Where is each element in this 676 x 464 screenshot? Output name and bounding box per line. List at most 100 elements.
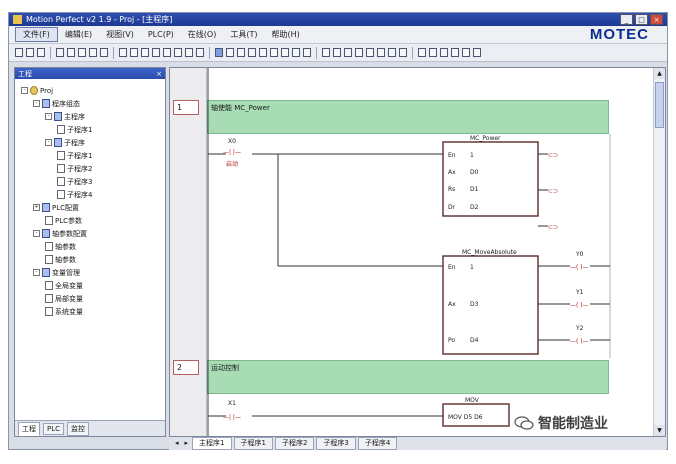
tree-item[interactable]: +PLC配置 bbox=[33, 202, 79, 213]
contact-tool-icon[interactable] bbox=[130, 48, 138, 57]
tree-item[interactable]: -轴参数配置 bbox=[33, 228, 87, 239]
tab-main-program[interactable]: 主程序1 bbox=[192, 437, 232, 450]
menu-plc[interactable]: PLC(P) bbox=[147, 30, 174, 39]
block-pin-value[interactable]: D4 bbox=[470, 337, 479, 344]
compile-icon[interactable] bbox=[418, 48, 426, 57]
zoom-out-icon[interactable] bbox=[399, 48, 407, 57]
ladder-editor[interactable]: 1 轴使能 MC_Power 2 运动控制 X0 —| |— 启动 MC_Pow… bbox=[169, 67, 666, 437]
network-number[interactable]: 2 bbox=[173, 360, 199, 375]
tree-item[interactable]: 系统变量 bbox=[45, 306, 83, 317]
tab-next-icon[interactable]: ▸ bbox=[184, 439, 189, 447]
download-icon[interactable] bbox=[429, 48, 437, 57]
coil-symbol[interactable]: —( )— bbox=[570, 338, 589, 345]
tree-item[interactable]: 子程序2 bbox=[57, 163, 92, 174]
panel-close-button[interactable]: × bbox=[156, 69, 162, 78]
collapse-icon[interactable]: - bbox=[33, 230, 40, 237]
collapse-icon[interactable]: - bbox=[45, 139, 52, 146]
horizontal-line-icon[interactable] bbox=[322, 48, 330, 57]
network-number[interactable]: 1 bbox=[173, 100, 199, 115]
menu-view[interactable]: 视图(V) bbox=[106, 30, 134, 39]
scroll-up-icon[interactable]: ▲ bbox=[654, 68, 665, 79]
collapse-icon[interactable]: - bbox=[21, 87, 28, 94]
scrollbar-thumb[interactable] bbox=[655, 82, 664, 128]
run-icon[interactable] bbox=[462, 48, 470, 57]
menu-file[interactable]: 文件(F) bbox=[15, 27, 58, 42]
tab-subprogram-1[interactable]: 子程序1 bbox=[233, 437, 273, 450]
tree-item[interactable]: -Proj bbox=[21, 85, 53, 96]
scroll-down-icon[interactable]: ▼ bbox=[654, 425, 665, 436]
block-pin-value[interactable]: 1 bbox=[470, 264, 474, 271]
open-folder-icon[interactable] bbox=[26, 48, 34, 57]
coil-tool-icon[interactable] bbox=[141, 48, 149, 57]
tree-item[interactable]: -子程序 bbox=[45, 137, 85, 148]
tree-item[interactable]: 子程序1 bbox=[57, 150, 92, 161]
tab-plc[interactable]: PLC bbox=[43, 422, 65, 435]
close-button[interactable]: × bbox=[650, 14, 663, 25]
menu-online[interactable]: 在线(O) bbox=[187, 30, 217, 39]
menu-edit[interactable]: 编辑(E) bbox=[64, 30, 93, 39]
reset-coil-icon[interactable] bbox=[292, 48, 300, 57]
tree-item[interactable]: 全局变量 bbox=[45, 280, 83, 291]
select-pointer-icon[interactable] bbox=[215, 48, 223, 57]
block-pin-value[interactable]: D3 bbox=[470, 301, 479, 308]
rising-edge-icon[interactable] bbox=[248, 48, 256, 57]
paste-icon[interactable] bbox=[78, 48, 86, 57]
tree-item[interactable]: 子程序4 bbox=[57, 189, 92, 200]
tree-item[interactable]: PLC参数 bbox=[45, 215, 82, 226]
function-block-icon[interactable] bbox=[303, 48, 311, 57]
jump-tool-icon[interactable] bbox=[163, 48, 171, 57]
tab-subprogram-3[interactable]: 子程序3 bbox=[316, 437, 356, 450]
tree-item[interactable]: -主程序 bbox=[45, 111, 85, 122]
tree-item[interactable]: -程序组态 bbox=[33, 98, 80, 109]
nc-contact-icon[interactable] bbox=[237, 48, 245, 57]
tree-item[interactable]: 轴参数 bbox=[45, 241, 76, 252]
vertical-scrollbar[interactable]: ▲ ▼ bbox=[653, 68, 665, 436]
insert-row-icon[interactable] bbox=[355, 48, 363, 57]
network-title-bar[interactable]: 轴使能 MC_Power bbox=[207, 100, 609, 134]
upload-icon[interactable] bbox=[440, 48, 448, 57]
tab-subprogram-2[interactable]: 子程序2 bbox=[274, 437, 315, 450]
save-icon[interactable] bbox=[37, 48, 45, 57]
tree-item[interactable]: 轴参数 bbox=[45, 254, 76, 265]
no-contact-symbol[interactable]: —| |— bbox=[223, 149, 241, 156]
zoom-in-icon[interactable] bbox=[388, 48, 396, 57]
block-pin-value[interactable]: 1 bbox=[470, 152, 474, 159]
undo-icon[interactable] bbox=[89, 48, 97, 57]
block-tool-icon[interactable] bbox=[152, 48, 160, 57]
line-tool-icon[interactable] bbox=[119, 48, 127, 57]
return-tool-icon[interactable] bbox=[174, 48, 182, 57]
menu-tools[interactable]: 工具(T) bbox=[230, 30, 258, 39]
tab-monitor[interactable]: 监控 bbox=[67, 421, 90, 436]
no-contact-icon[interactable] bbox=[226, 48, 234, 57]
coil-symbol[interactable]: —( )— bbox=[570, 264, 589, 271]
redo-icon[interactable] bbox=[100, 48, 108, 57]
coil-symbol[interactable]: —( )— bbox=[570, 302, 589, 309]
output-coil-icon[interactable] bbox=[270, 48, 278, 57]
minimize-button[interactable]: _ bbox=[620, 14, 633, 25]
set-coil-icon[interactable] bbox=[281, 48, 289, 57]
vertical-line-icon[interactable] bbox=[333, 48, 341, 57]
block-pin-value[interactable]: D0 bbox=[470, 169, 479, 176]
collapse-icon[interactable]: - bbox=[33, 269, 40, 276]
tab-subprogram-4[interactable]: 子程序4 bbox=[357, 437, 398, 450]
copy-icon[interactable] bbox=[67, 48, 75, 57]
block-pin-value[interactable]: D2 bbox=[470, 204, 479, 211]
delete-row-icon[interactable] bbox=[366, 48, 374, 57]
tab-project[interactable]: 工程 bbox=[18, 421, 40, 436]
cut-icon[interactable] bbox=[56, 48, 64, 57]
tab-prev-icon[interactable]: ◂ bbox=[175, 439, 179, 447]
monitor-icon[interactable] bbox=[451, 48, 459, 57]
expand-icon[interactable]: + bbox=[33, 204, 40, 211]
collapse-icon[interactable]: - bbox=[33, 100, 40, 107]
insert-column-icon[interactable] bbox=[377, 48, 385, 57]
falling-edge-icon[interactable] bbox=[259, 48, 267, 57]
tree-item[interactable]: -变量管理 bbox=[33, 267, 80, 278]
maximize-button[interactable]: □ bbox=[635, 14, 648, 25]
tree-item[interactable]: 子程序3 bbox=[57, 176, 92, 187]
stop-icon[interactable] bbox=[473, 48, 481, 57]
menu-help[interactable]: 帮助(H) bbox=[271, 30, 300, 39]
new-file-icon[interactable] bbox=[15, 48, 23, 57]
collapse-icon[interactable]: - bbox=[45, 113, 52, 120]
network-title-bar[interactable]: 运动控制 bbox=[207, 360, 609, 394]
ladder-diagram[interactable]: X0 —| |— 启动 MC_Power En 1 Ax D0 Rs D1 Dr… bbox=[170, 68, 654, 437]
